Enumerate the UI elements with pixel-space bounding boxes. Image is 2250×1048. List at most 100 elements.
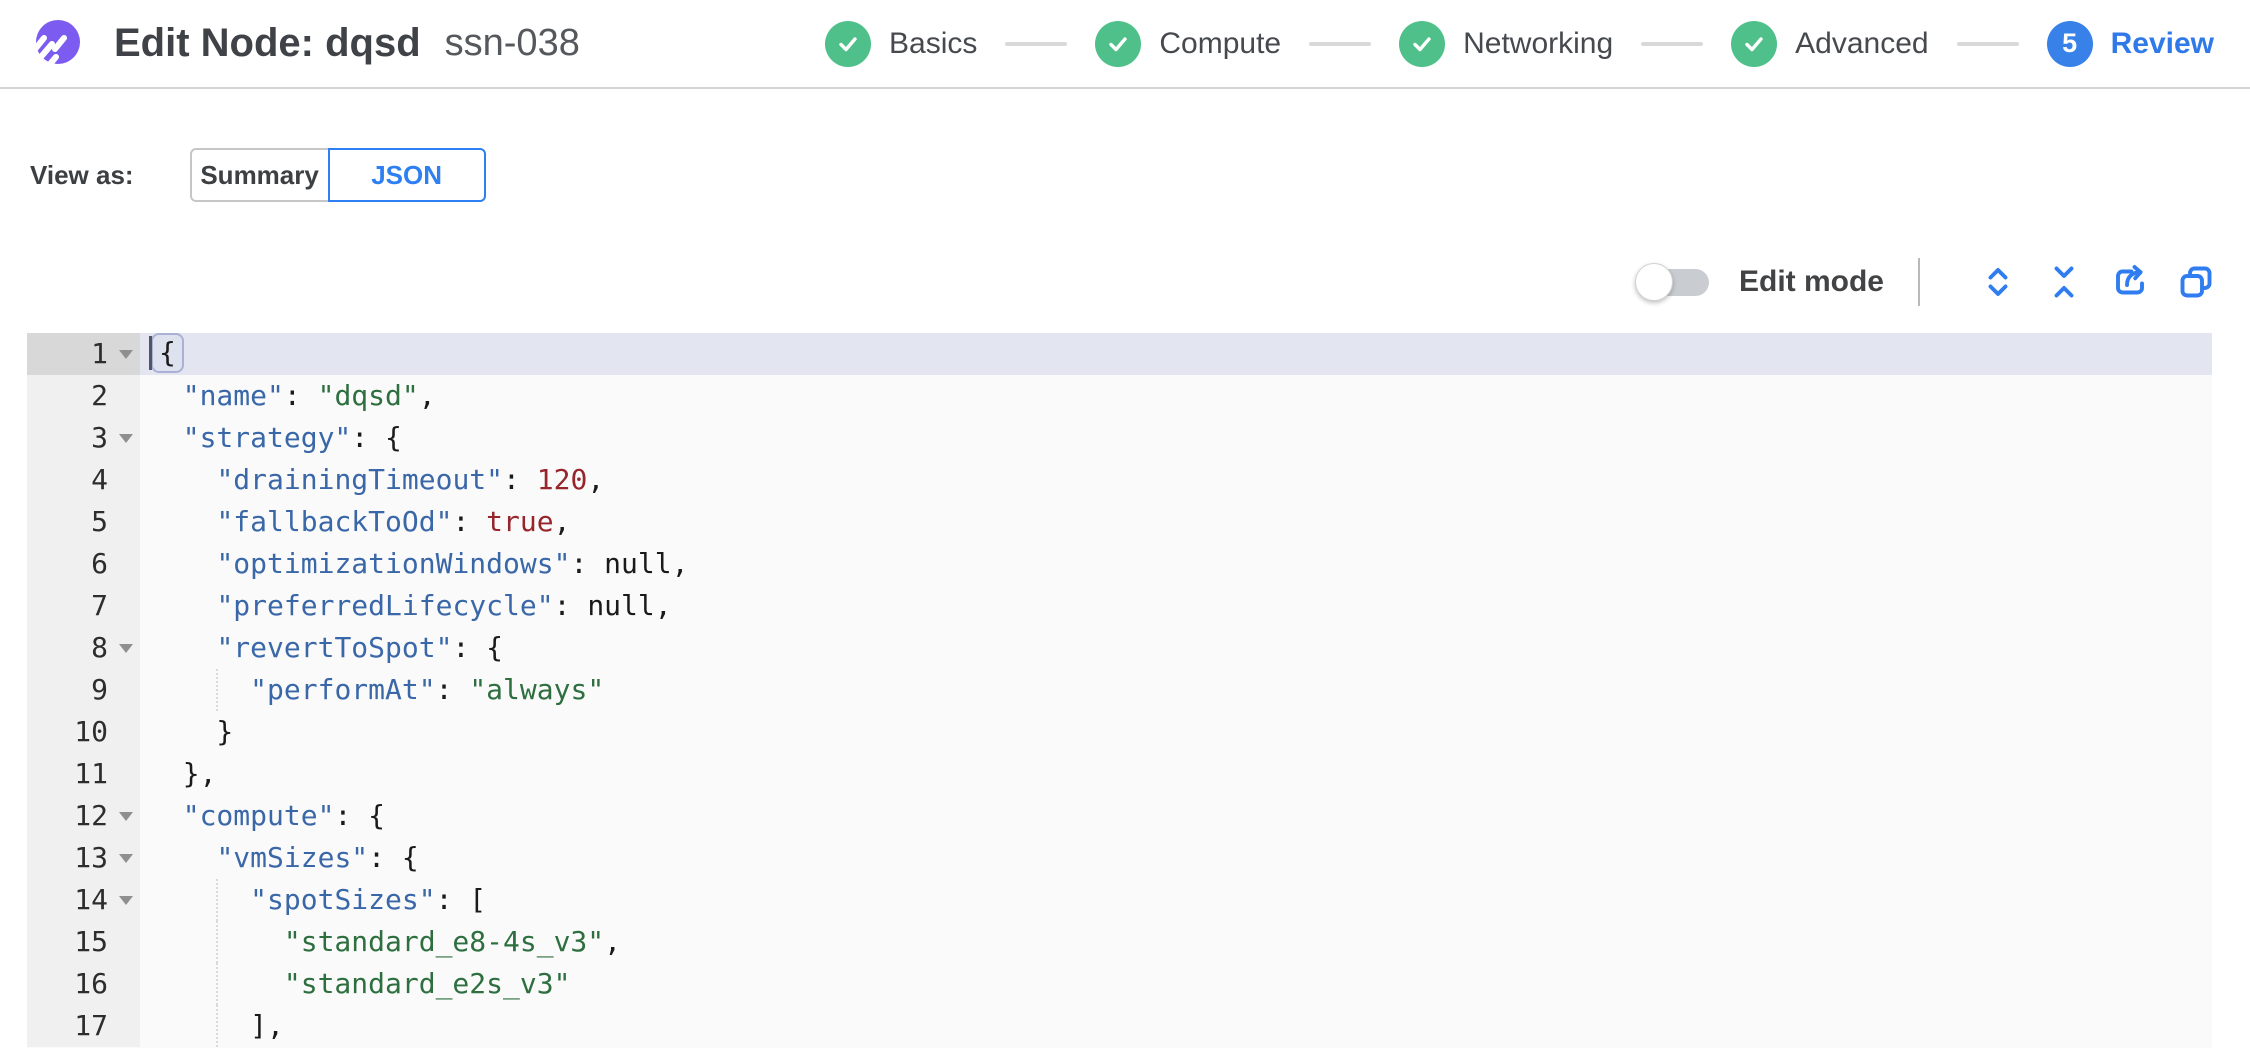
code-content: "strategy": { xyxy=(182,421,402,454)
line-number: 16 xyxy=(27,963,140,1005)
line-number: 17 xyxy=(27,1005,140,1047)
view-as-segmented: Summary JSON xyxy=(189,148,486,202)
wizard-stepper: Basics Compute Networking Advanced 5 Review xyxy=(825,20,2250,67)
code-line[interactable]: 9 "performAt": "always" xyxy=(27,669,2212,711)
step-connector xyxy=(1005,41,1068,46)
indent-guide xyxy=(216,921,219,963)
wizard-header: Edit Node: dqsd ssn-038 Basics Compute Net… xyxy=(0,0,2250,89)
step-label: Basics xyxy=(889,26,978,60)
code-content: "standard_e2s_v3" xyxy=(140,963,2212,1005)
edit-mode-toggle-knob[interactable] xyxy=(1634,262,1673,301)
code-content: "revertToSpot": { xyxy=(216,631,504,664)
fold-toggle-icon[interactable] xyxy=(119,434,133,443)
fold-toggle-icon[interactable] xyxy=(119,896,133,905)
line-number: 7 xyxy=(27,585,140,627)
step-label: Advanced xyxy=(1795,26,1929,60)
code-content: "drainingTimeout": 120, xyxy=(216,463,605,496)
code-line[interactable]: 15 "standard_e8-4s_v3", xyxy=(27,921,2212,963)
code-content: "performAt": "always" xyxy=(140,669,2212,711)
code-line[interactable]: 14 "spotSizes": [ xyxy=(27,879,2212,921)
line-number: 11 xyxy=(27,753,140,795)
code-content: "fallbackToOd": true, xyxy=(216,505,571,538)
collapse-all-icon[interactable] xyxy=(2044,262,2084,302)
code-content: "preferredLifecycle": null, xyxy=(216,589,672,622)
view-as-summary-button[interactable]: Summary xyxy=(189,148,330,202)
indent-guide xyxy=(216,879,219,921)
code-line[interactable]: 16 "standard_e2s_v3" xyxy=(27,963,2212,1005)
spot-logo-icon xyxy=(33,19,80,67)
code-line[interactable]: 12 "compute": { xyxy=(27,795,2212,837)
code-content: "standard_e8-4s_v3", xyxy=(140,921,2212,963)
page-title: Edit Node: dqsd xyxy=(114,21,421,65)
code-line[interactable]: 3 "strategy": { xyxy=(27,417,2212,459)
view-as-label: View as: xyxy=(30,159,134,190)
code-content: "name": "dqsd", xyxy=(182,379,436,412)
line-number: 6 xyxy=(27,543,140,585)
code-content: { xyxy=(140,333,2212,375)
code-line[interactable]: 2 "name": "dqsd", xyxy=(27,375,2212,417)
line-number: 15 xyxy=(27,921,140,963)
code-content: "optimizationWindows": null, xyxy=(216,547,689,580)
code-line[interactable]: 7 "preferredLifecycle": null, xyxy=(27,585,2212,627)
line-number: 5 xyxy=(27,501,140,543)
code-content: "spotSizes": [ xyxy=(140,879,2212,921)
line-number: 8 xyxy=(27,627,140,669)
code-line[interactable]: 8 "revertToSpot": { xyxy=(27,627,2212,669)
step-connector xyxy=(1956,41,2019,46)
step-connector xyxy=(1309,41,1372,46)
line-number: 14 xyxy=(27,879,140,921)
line-number: 1 xyxy=(27,333,140,375)
line-number: 10 xyxy=(27,711,140,753)
code-content: }, xyxy=(149,757,217,790)
line-number: 2 xyxy=(27,375,140,417)
json-code-editor[interactable]: 1{2 "name": "dqsd",3 "strategy": {4 "dra… xyxy=(27,333,2212,1048)
fold-toggle-icon[interactable] xyxy=(119,854,133,863)
indent-guide xyxy=(216,1005,219,1047)
code-content: "vmSizes": { xyxy=(216,841,419,874)
fold-toggle-icon[interactable] xyxy=(119,644,133,653)
stepper-step-compute[interactable]: Compute xyxy=(1095,20,1282,67)
step-number-badge: 5 xyxy=(2046,20,2093,67)
text-cursor xyxy=(149,336,152,370)
code-line[interactable]: 4 "drainingTimeout": 120, xyxy=(27,459,2212,501)
view-as-control: View as: Summary JSON xyxy=(30,148,486,202)
indent-guide xyxy=(216,669,219,711)
code-line[interactable]: 1{ xyxy=(27,333,2212,375)
step-check-icon xyxy=(1399,20,1446,67)
code-line[interactable]: 11 }, xyxy=(27,753,2212,795)
copy-icon[interactable] xyxy=(2176,262,2216,302)
edit-mode-toggle[interactable] xyxy=(1634,262,1709,301)
step-connector xyxy=(1641,41,1704,46)
node-id-subtitle: ssn-038 xyxy=(444,22,580,64)
code-content: "compute": { xyxy=(182,799,386,832)
step-label: Compute xyxy=(1159,26,1282,60)
stepper-step-review[interactable]: 5 Review xyxy=(2046,20,2214,67)
step-check-icon xyxy=(1731,20,1778,67)
toolbar-divider xyxy=(1918,258,1920,306)
stepper-step-basics[interactable]: Basics xyxy=(825,20,978,67)
code-line[interactable]: 6 "optimizationWindows": null, xyxy=(27,543,2212,585)
code-line[interactable]: 10 } xyxy=(27,711,2212,753)
step-check-icon xyxy=(825,20,872,67)
fold-toggle-icon[interactable] xyxy=(119,350,133,359)
fold-toggle-icon[interactable] xyxy=(119,812,133,821)
stepper-step-advanced[interactable]: Advanced xyxy=(1731,20,1929,67)
line-number: 3 xyxy=(27,417,140,459)
code-content: ], xyxy=(140,1005,2212,1047)
line-number: 12 xyxy=(27,795,140,837)
export-icon[interactable] xyxy=(2110,262,2150,302)
expand-all-icon[interactable] xyxy=(1978,262,2018,302)
step-label: Review xyxy=(2110,26,2214,60)
step-label: Networking xyxy=(1463,26,1614,60)
indent-guide xyxy=(216,963,219,1005)
code-line[interactable]: 17 ], xyxy=(27,1005,2212,1047)
view-as-json-button[interactable]: JSON xyxy=(327,148,486,202)
code-line[interactable]: 13 "vmSizes": { xyxy=(27,837,2212,879)
line-number: 9 xyxy=(27,669,140,711)
line-number: 13 xyxy=(27,837,140,879)
line-number: 4 xyxy=(27,459,140,501)
step-check-icon xyxy=(1095,20,1142,67)
code-content: } xyxy=(149,715,234,748)
stepper-step-networking[interactable]: Networking xyxy=(1399,20,1614,67)
code-line[interactable]: 5 "fallbackToOd": true, xyxy=(27,501,2212,543)
